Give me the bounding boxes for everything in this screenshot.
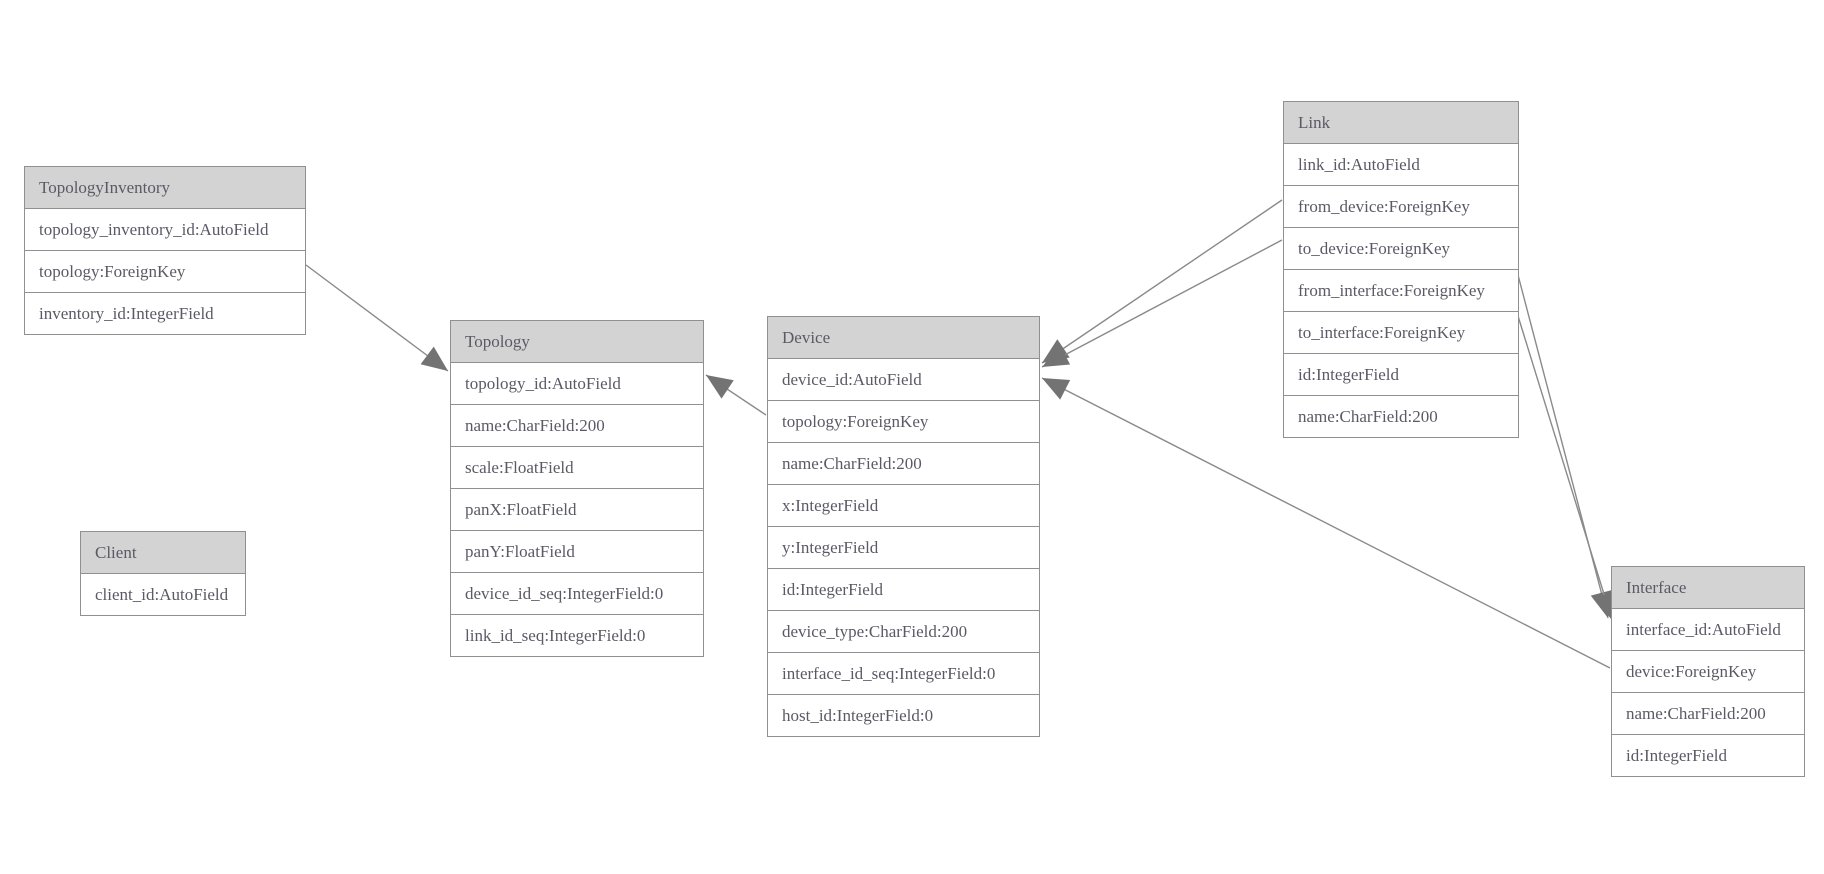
entity-field: panY:FloatField <box>451 531 703 573</box>
entity-field: name:CharField:200 <box>451 405 703 447</box>
arrowhead-icon <box>1042 339 1070 363</box>
arrowhead-icon <box>1042 378 1071 400</box>
rel-topologyinventory-topology <box>305 264 449 372</box>
entity-field: topology:ForeignKey <box>768 401 1039 443</box>
entity-field: topology:ForeignKey <box>25 251 305 293</box>
entity-field: interface_id:AutoField <box>1612 609 1804 651</box>
rel-device-topology <box>705 374 767 416</box>
entity-field: from_device:ForeignKey <box>1284 186 1518 228</box>
arrowhead-icon <box>706 375 734 399</box>
entity-field: device_type:CharField:200 <box>768 611 1039 653</box>
entity-field: name:CharField:200 <box>768 443 1039 485</box>
entity-field: link_id_seq:IntegerField:0 <box>451 615 703 656</box>
entity-field: from_interface:ForeignKey <box>1284 270 1518 312</box>
entity-field: id:IntegerField <box>1284 354 1518 396</box>
rel-link-to-device <box>1041 239 1283 368</box>
arrowhead-icon <box>1590 590 1613 618</box>
entity-field: inventory_id:IntegerField <box>25 293 305 334</box>
entity-field: to_interface:ForeignKey <box>1284 312 1518 354</box>
entity-field: to_device:ForeignKey <box>1284 228 1518 270</box>
entity-title-device: Device <box>768 317 1039 359</box>
entity-field: device:ForeignKey <box>1612 651 1804 693</box>
entity-field: name:CharField:200 <box>1612 693 1804 735</box>
entity-field: host_id:IntegerField:0 <box>768 695 1039 736</box>
entity-field: id:IntegerField <box>1612 735 1804 776</box>
rel-link-to-interface <box>1517 315 1615 621</box>
entity-title-topology: Topology <box>451 321 703 363</box>
arrowhead-icon <box>1042 345 1071 367</box>
entity-field: panX:FloatField <box>451 489 703 531</box>
entity-field: client_id:AutoField <box>81 574 245 615</box>
entity-title-client: Client <box>81 532 245 574</box>
entity-field: link_id:AutoField <box>1284 144 1518 186</box>
entity-field: topology_inventory_id:AutoField <box>25 209 305 251</box>
entity-field: x:IntegerField <box>768 485 1039 527</box>
entity-field: device_id:AutoField <box>768 359 1039 401</box>
entity-title-interface: Interface <box>1612 567 1804 609</box>
entity-field: topology_id:AutoField <box>451 363 703 405</box>
entity-field: scale:FloatField <box>451 447 703 489</box>
arrowhead-icon <box>420 346 448 371</box>
entity-field: y:IntegerField <box>768 527 1039 569</box>
entity-field: interface_id_seq:IntegerField:0 <box>768 653 1039 695</box>
rel-link-from-device <box>1041 199 1283 364</box>
entity-field: device_id_seq:IntegerField:0 <box>451 573 703 615</box>
entity-title-link: Link <box>1284 102 1518 144</box>
entity-title-topology-inventory: TopologyInventory <box>25 167 305 209</box>
entity-field: name:CharField:200 <box>1284 396 1518 437</box>
rel-link-from-interface <box>1517 274 1613 619</box>
entity-field: id:IntegerField <box>768 569 1039 611</box>
